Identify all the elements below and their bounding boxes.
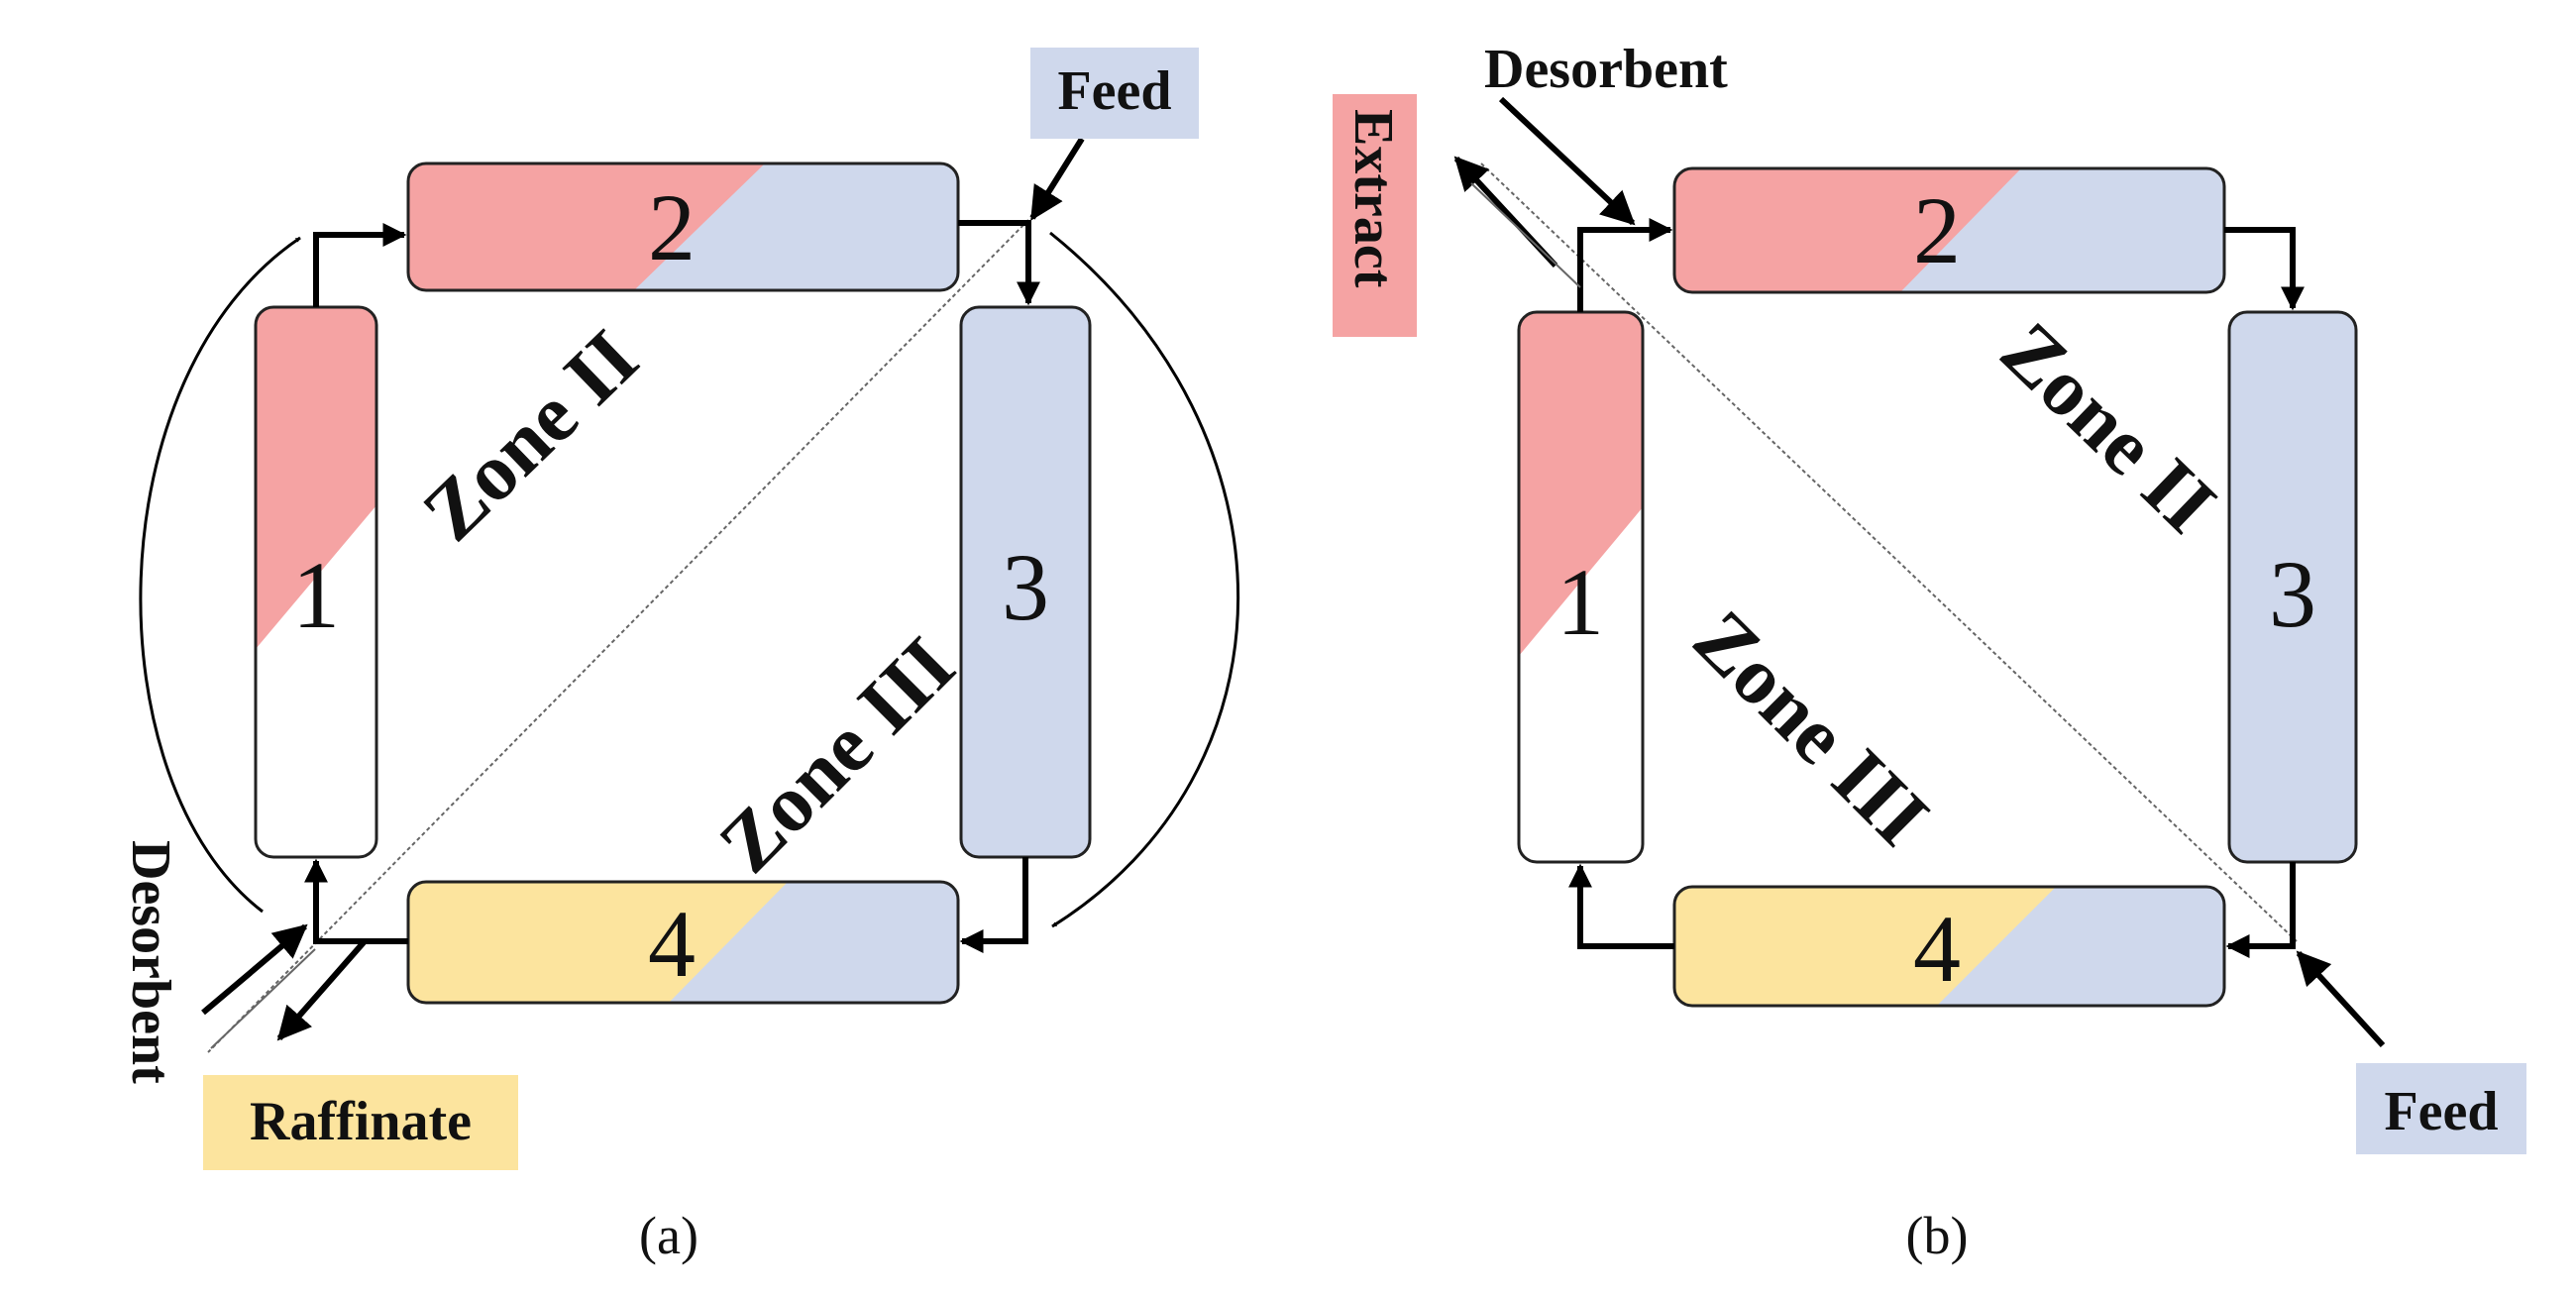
extract-label-b: Extract <box>1342 109 1404 288</box>
column-3-label: 3 <box>2269 541 2316 647</box>
caption-a: (a) <box>639 1206 698 1265</box>
zone-ii-label-b: Zone II <box>1984 304 2233 549</box>
flow-3-to-4 <box>959 857 1028 953</box>
feed-label-b: Feed <box>2384 1081 2498 1142</box>
recycle-arc-left <box>139 236 301 914</box>
column-1: 1 <box>254 305 378 859</box>
guide-line-a <box>210 948 316 1049</box>
flow-2-to-3 <box>958 220 1040 306</box>
column-4: 4 <box>406 880 960 1005</box>
recycle-arc-right <box>1049 231 1239 928</box>
flow-2-to-3 <box>2224 227 2305 311</box>
panel-a: 1 2 3 4 <box>120 48 1239 1265</box>
raffinate-label-a: Raffinate <box>250 1091 472 1152</box>
feed-arrow-a <box>1029 137 1085 221</box>
raffinate-tag-a: Raffinate <box>203 1075 518 1170</box>
column-2: 2 <box>1672 166 2226 294</box>
column-2: 2 <box>406 162 960 292</box>
extract-tag-b: Extract <box>1333 94 1417 337</box>
desorbent-label-b: Desorbent <box>1484 39 1728 100</box>
panel-b: 1 2 3 4 <box>1333 39 2526 1265</box>
column-2-label: 2 <box>648 174 696 280</box>
flow-4-to-1 <box>304 858 408 944</box>
feed-arrow-b <box>2296 950 2386 1048</box>
desorbent-arrow-a <box>201 923 308 1016</box>
feed-label-a: Feed <box>1057 60 1171 122</box>
column-4-label: 4 <box>648 891 696 997</box>
column-4-label: 4 <box>1913 896 1961 1002</box>
column-4: 4 <box>1672 885 2226 1008</box>
column-1: 1 <box>1517 310 1645 864</box>
caption-b: (b) <box>1906 1206 1969 1265</box>
diagonal-guide-a <box>207 219 1029 1053</box>
diagonal-guide-b <box>1480 162 2298 942</box>
flow-3-to-4 <box>2225 862 2296 958</box>
column-1-label: 1 <box>292 542 340 648</box>
zone-ii-label-a: Zone II <box>405 312 655 557</box>
flow-1-to-2 <box>313 223 407 307</box>
guide-line-b <box>1470 182 1581 288</box>
column-3: 3 <box>2227 310 2358 864</box>
column-2-label: 2 <box>1913 177 1961 283</box>
column-1-label: 1 <box>1556 549 1604 655</box>
zone-iii-label-b: Zone III <box>1676 593 1946 862</box>
zone-iii-label-a: Zone III <box>701 620 971 890</box>
column-3-label: 3 <box>1002 534 1049 640</box>
feed-tag-b: Feed <box>2356 1063 2526 1154</box>
raffinate-arrow-a <box>276 939 368 1041</box>
flow-1-to-2 <box>1577 218 1673 312</box>
feed-tag-a: Feed <box>1030 48 1199 139</box>
column-3: 3 <box>959 305 1092 859</box>
desorbent-label-a: Desorbent <box>120 840 181 1084</box>
flow-4-to-1 <box>1568 863 1674 949</box>
desorbent-arrow-b <box>1498 96 1636 226</box>
